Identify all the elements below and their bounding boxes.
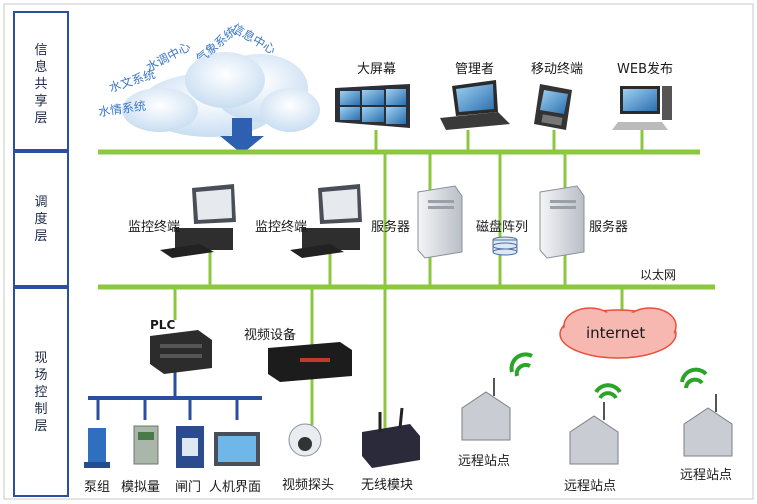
label-monitor-terminal-2: 监控终端 xyxy=(255,220,308,235)
remote-station-1 xyxy=(461,352,533,441)
label-remote-station-1: 远程站点 xyxy=(458,454,511,469)
label-big-screen: 大屏幕 xyxy=(357,62,397,77)
label-video-equipment: 视频设备 xyxy=(244,328,297,343)
remote-station-3 xyxy=(680,367,733,457)
disk-array-icon xyxy=(492,236,518,256)
layer-label-dispatch: 调 度 层 xyxy=(34,195,48,244)
video-camera-icon xyxy=(288,423,322,457)
internet-cloud xyxy=(559,307,677,359)
layer-label-info: 信 息 共 享 层 xyxy=(34,43,48,126)
label-manager: 管理者 xyxy=(455,62,495,77)
label-server-2: 服务器 xyxy=(589,220,629,235)
label-remote-station-2: 远程站点 xyxy=(564,479,617,494)
layer-box-dispatch xyxy=(13,151,69,287)
hmi-icon xyxy=(214,432,260,466)
layer-label-field: 现 场 控 制 层 xyxy=(34,351,48,434)
mobile-terminal-icon xyxy=(534,84,572,130)
outer-frame xyxy=(3,3,754,500)
plc-icon xyxy=(150,330,212,374)
label-wireless-module: 无线模块 xyxy=(361,478,414,493)
down-arrow xyxy=(220,118,264,154)
wireless-module-icon xyxy=(362,407,420,468)
layer-box-field xyxy=(13,287,69,497)
label-gate: 闸门 xyxy=(175,480,202,495)
label-hmi: 人机界面 xyxy=(209,480,262,495)
label-monitor-terminal-1: 监控终端 xyxy=(128,220,181,235)
systems-cloud xyxy=(122,52,320,137)
pump-icon xyxy=(84,428,110,468)
label-server-1: 服务器 xyxy=(371,220,411,235)
label-pump: 泵组 xyxy=(84,480,111,495)
monitor-terminal-1-icon xyxy=(160,184,236,258)
label-video-camera: 视频探头 xyxy=(282,478,335,493)
server-1-icon xyxy=(417,185,463,259)
label-web-publish: WEB发布 xyxy=(617,62,673,77)
big-screen-icon xyxy=(335,84,410,128)
label-analog: 模拟量 xyxy=(121,480,161,495)
label-remote-station-3: 远程站点 xyxy=(680,468,733,483)
gate-icon xyxy=(176,426,204,468)
label-plc: PLC xyxy=(150,318,176,332)
laptop-icon xyxy=(440,80,510,130)
monitor-terminal-2-icon xyxy=(290,184,362,258)
label-internet: internet xyxy=(586,324,646,342)
video-recorder-icon xyxy=(268,342,352,382)
label-ethernet: 以太网 xyxy=(640,268,677,282)
web-desktop-icon xyxy=(612,86,672,130)
label-disk-array: 磁盘阵列 xyxy=(476,220,529,235)
analog-sensor-icon xyxy=(133,425,159,465)
remote-station-2 xyxy=(569,383,622,465)
layer-box-info xyxy=(13,11,69,151)
label-mobile-terminal: 移动终端 xyxy=(531,62,584,77)
server-2-icon xyxy=(539,185,585,259)
